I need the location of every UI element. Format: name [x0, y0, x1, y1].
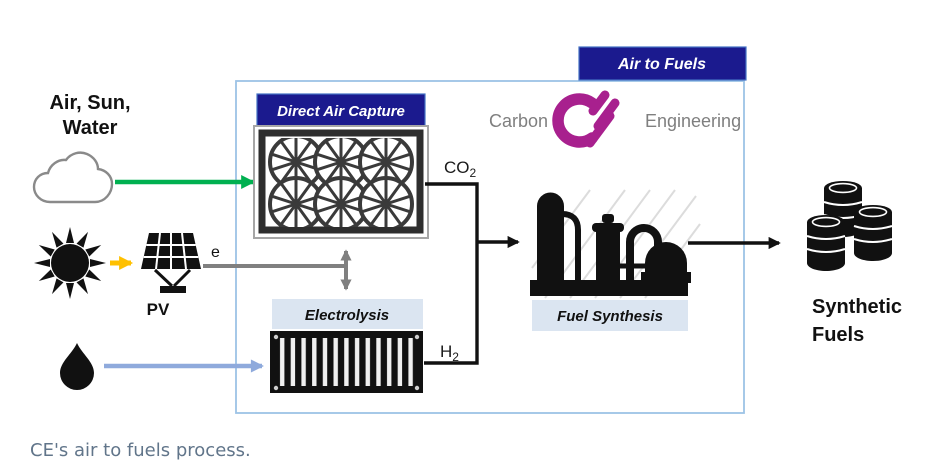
fuel-synthesis-label-bg: [532, 300, 688, 331]
oil-barrels-icon: [806, 180, 893, 272]
fan-array-icon: [268, 138, 414, 227]
logo-text-carbon: Carbon: [489, 111, 548, 131]
fuel-synthesis-label: Fuel Synthesis: [557, 308, 663, 325]
cloud-icon: [32, 151, 114, 204]
electrolyzer-container-icon: [270, 331, 423, 393]
co2-h2-routing-line: [424, 182, 479, 365]
electrolysis-unit: Electrolysis: [270, 299, 423, 393]
carbon-engineering-logo: Carbon Engineering: [489, 90, 741, 148]
h2-label: H2: [440, 342, 459, 364]
solar-panel-icon: [141, 232, 201, 293]
co2-label-sub: 2: [470, 166, 477, 180]
co2-label-main: CO: [444, 158, 470, 177]
outputs-label-line2: Fuels: [812, 324, 864, 346]
sun-icon: [34, 227, 106, 299]
pv-label: PV: [147, 300, 170, 319]
direct-air-capture-unit: Direct Air Capture: [253, 93, 429, 239]
inputs-label-line2: Water: [63, 117, 118, 139]
outputs-label-line1: Synthetic: [812, 296, 902, 318]
co2-label: CO2: [444, 158, 477, 180]
direct-air-capture-header-label: Direct Air Capture: [277, 103, 405, 120]
figure-caption: CE's air to fuels process.: [30, 440, 251, 461]
air-to-fuels-tag-bg: [578, 46, 747, 81]
inputs-label: Air, Sun, Water: [49, 92, 130, 139]
air-to-fuels-tag: Air to Fuels: [578, 46, 747, 81]
air-to-fuels-tag-label: Air to Fuels: [617, 56, 706, 73]
electricity-label: e: [211, 244, 220, 261]
water-drop-icon: [60, 343, 94, 390]
electrolysis-label: Electrolysis: [305, 307, 389, 324]
fuel-synthesis-unit: Fuel Synthesis: [530, 189, 701, 331]
ce-logomark-icon: [552, 90, 620, 148]
h2-label-main: H: [440, 342, 452, 361]
logo-text-engineering: Engineering: [645, 111, 741, 131]
air-to-fuels-boundary-box: [235, 80, 745, 414]
electrolysis-label-bg: [272, 299, 423, 329]
outputs-label: Synthetic Fuels: [812, 296, 902, 346]
h2-label-sub: 2: [452, 350, 459, 364]
refinery-icon: [530, 192, 691, 296]
inputs-label-line1: Air, Sun,: [49, 92, 130, 114]
